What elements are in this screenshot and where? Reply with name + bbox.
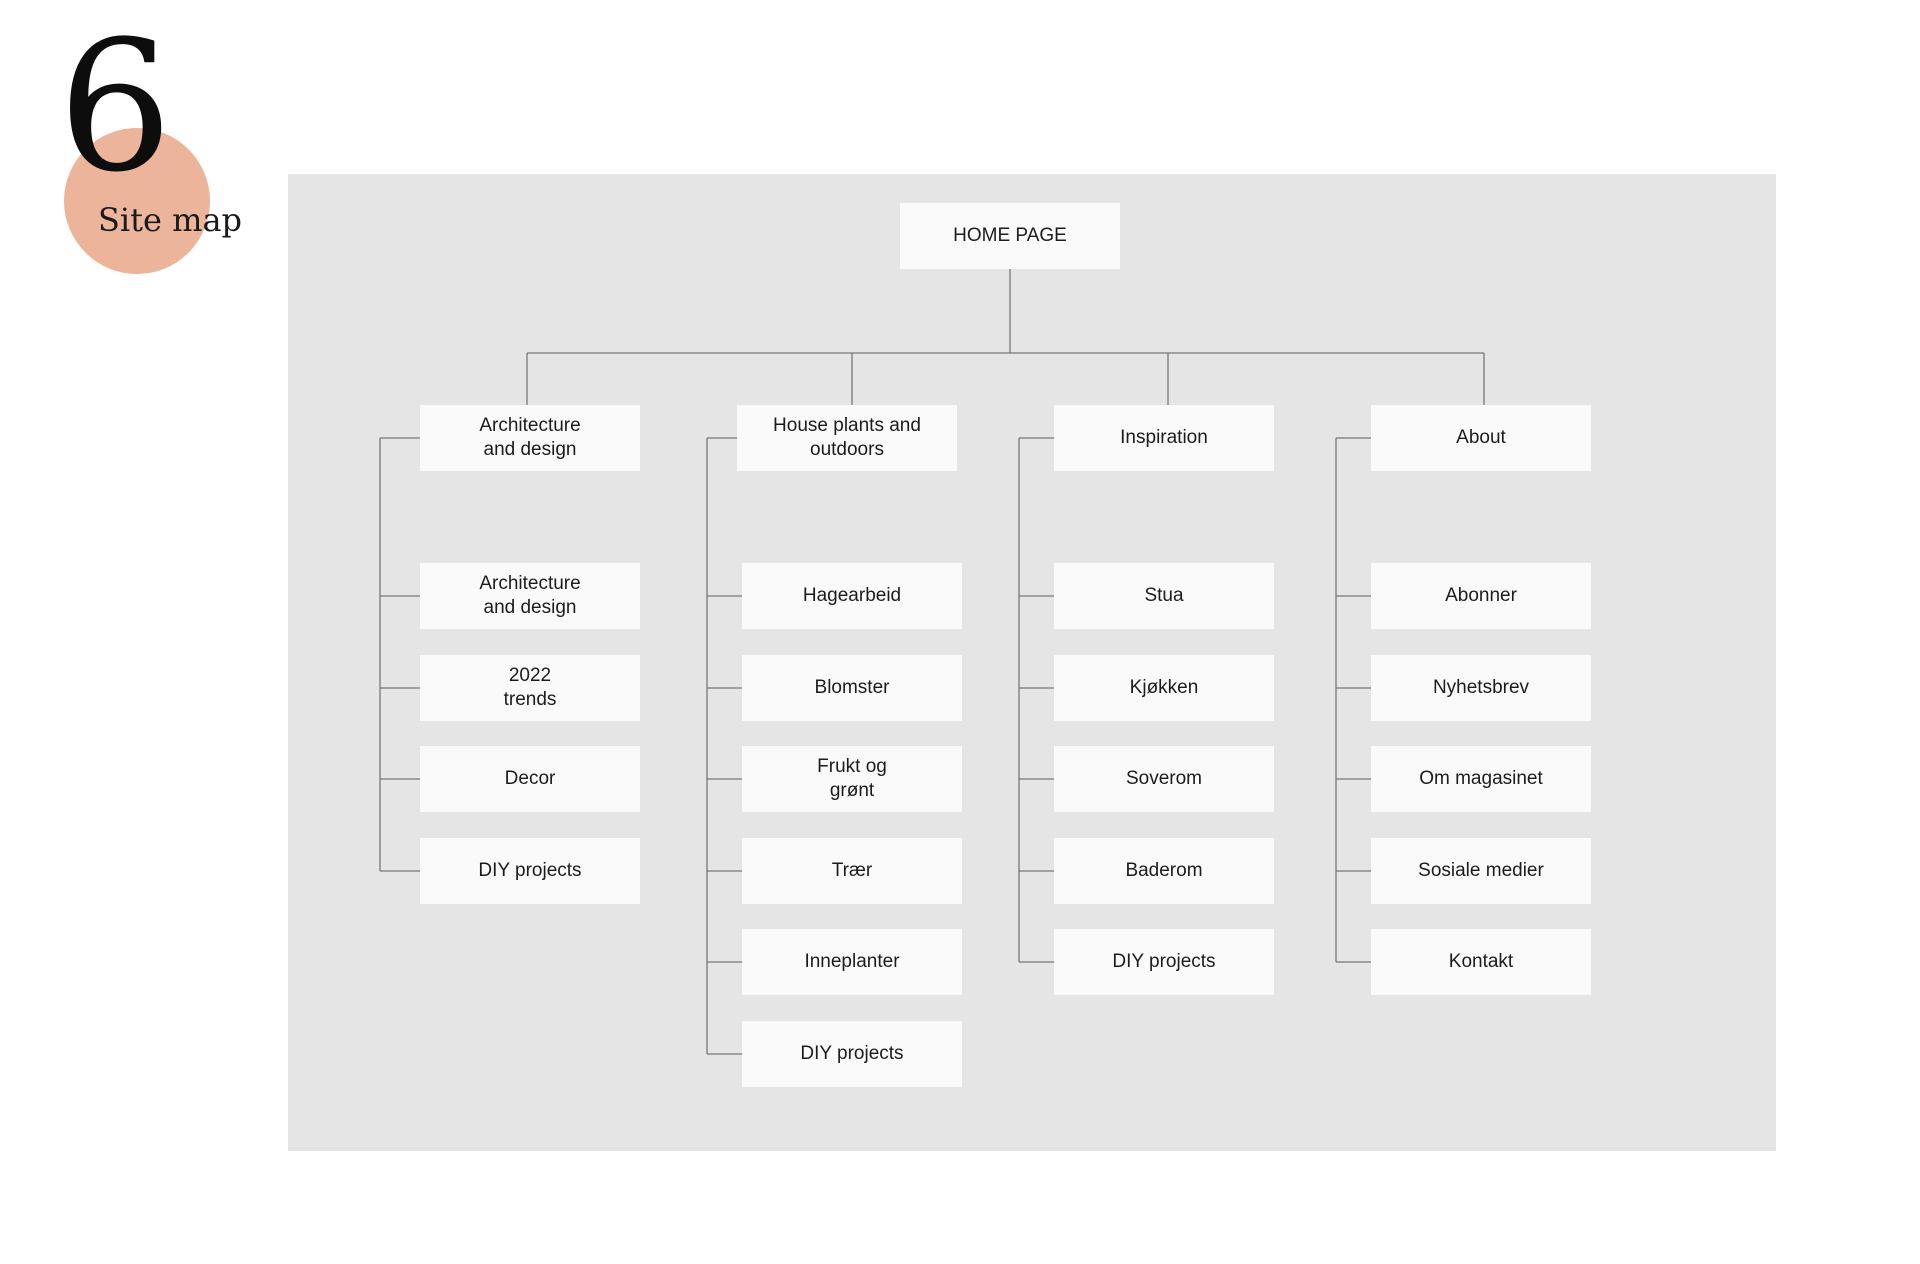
node-soverom[interactable]: Soverom: [1054, 746, 1274, 812]
node-category-about[interactable]: About: [1371, 405, 1591, 471]
node-decor[interactable]: Decor: [420, 746, 640, 812]
node-category-inspiration[interactable]: Inspiration: [1054, 405, 1274, 471]
node-frukt-og-gront[interactable]: Frukt og grønt: [742, 746, 962, 812]
node-traer[interactable]: Trær: [742, 838, 962, 904]
node-kontakt[interactable]: Kontakt: [1371, 929, 1591, 995]
node-nyhetsbrev[interactable]: Nyhetsbrev: [1371, 655, 1591, 721]
node-category-house-plants[interactable]: House plants and outdoors: [737, 405, 957, 471]
node-hagearbeid[interactable]: Hagearbeid: [742, 563, 962, 629]
node-baderom[interactable]: Baderom: [1054, 838, 1274, 904]
node-sosiale-medier[interactable]: Sosiale medier: [1371, 838, 1591, 904]
node-category-architecture[interactable]: Architecture and design: [420, 405, 640, 471]
node-diy-projects-architecture[interactable]: DIY projects: [420, 838, 640, 904]
node-inneplanter[interactable]: Inneplanter: [742, 929, 962, 995]
node-home-page[interactable]: HOME PAGE: [900, 203, 1120, 269]
node-2022-trends[interactable]: 2022 trends: [420, 655, 640, 721]
node-om-magasinet[interactable]: Om magasinet: [1371, 746, 1591, 812]
node-abonner[interactable]: Abonner: [1371, 563, 1591, 629]
node-blomster[interactable]: Blomster: [742, 655, 962, 721]
node-architecture-and-design[interactable]: Architecture and design: [420, 563, 640, 629]
node-kjokken[interactable]: Kjøkken: [1054, 655, 1274, 721]
node-diy-projects-house-plants[interactable]: DIY projects: [742, 1021, 962, 1087]
section-accent-circle: [64, 128, 210, 274]
section-number: 6: [58, 3, 173, 212]
node-diy-projects-inspiration[interactable]: DIY projects: [1054, 929, 1274, 995]
node-stua[interactable]: Stua: [1054, 563, 1274, 629]
section-title: Site map: [98, 201, 243, 239]
